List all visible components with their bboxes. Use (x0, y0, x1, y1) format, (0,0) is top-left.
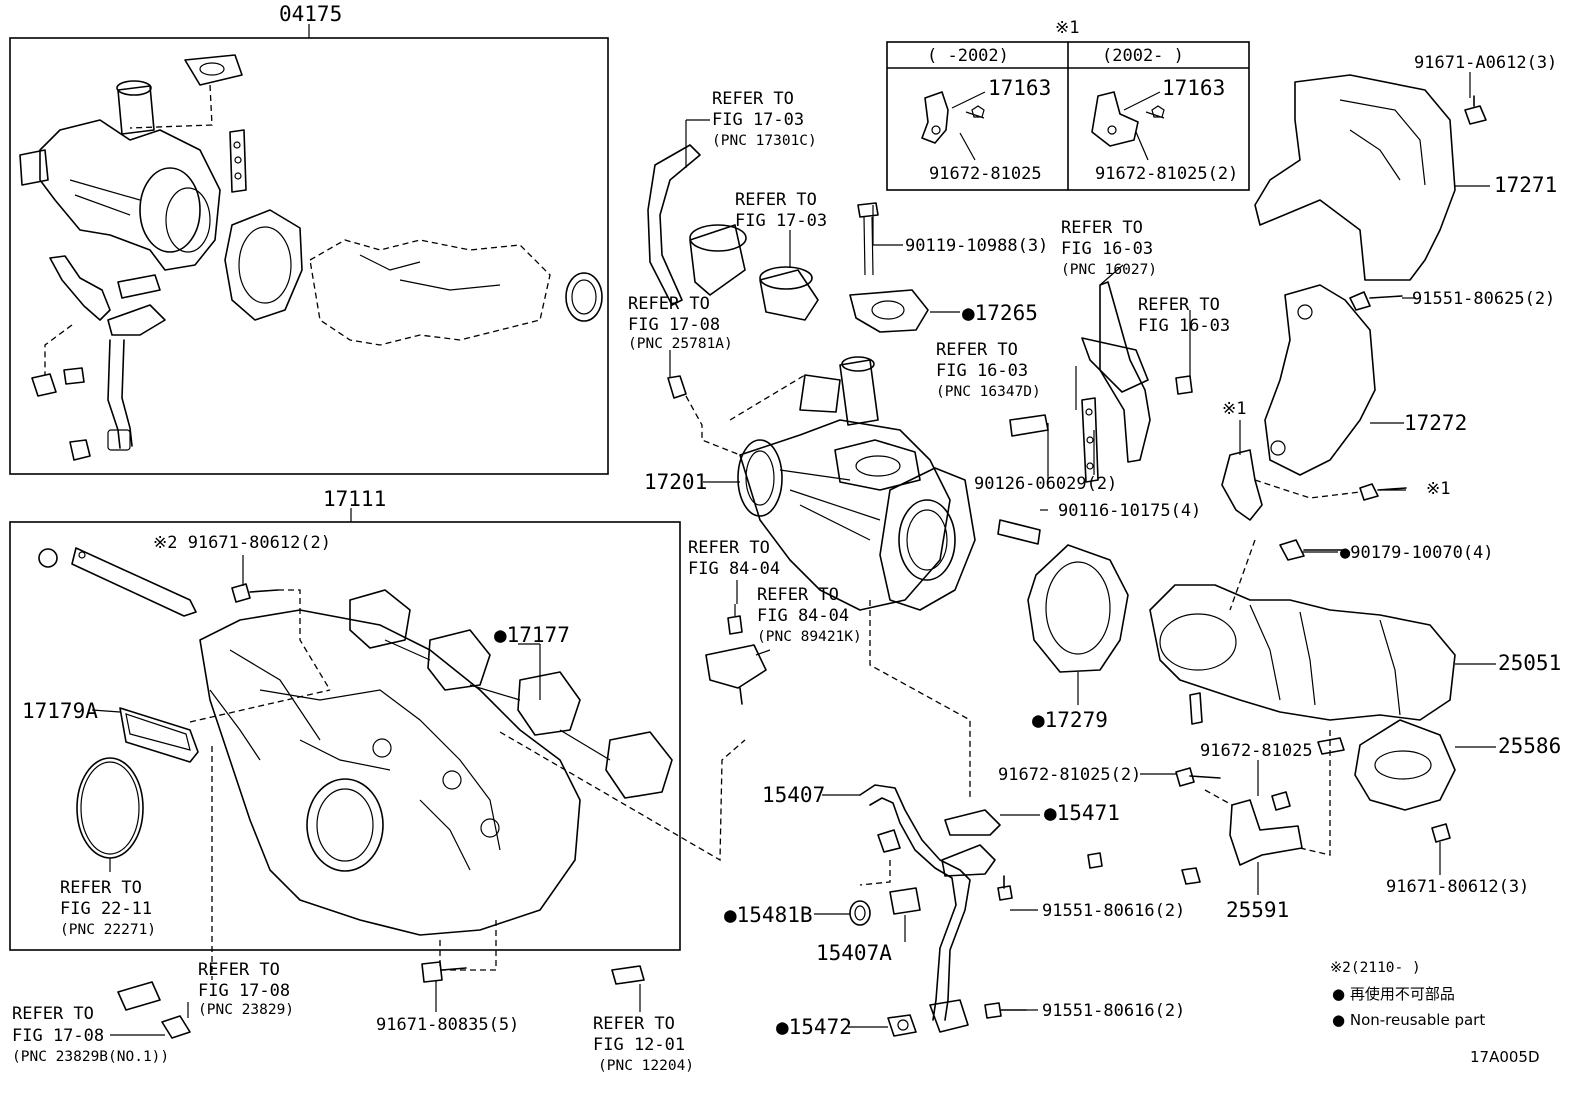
ref-17-08-c-line3: (PNC 23829B(NO.1)) (12, 1049, 169, 1065)
label-25051: 25051 (1498, 651, 1561, 675)
group-label-17111: 17111 (323, 487, 386, 511)
label-marker-1b: ※1 (1426, 479, 1450, 499)
label-91551-80616-b: 91551-80616(2) (1042, 1001, 1185, 1021)
ref-16-03-b-line1: REFER TO (1138, 295, 1220, 315)
ref-17-08-a-line1: REFER TO (628, 294, 710, 314)
label-17265: ●17265 (962, 301, 1038, 325)
label-17201: 17201 (644, 470, 707, 494)
table-c1-part: 17163 (988, 76, 1051, 100)
turbo-kit-drawing (19, 54, 603, 461)
ref-17-03-a-line2: FIG 17-03 (712, 110, 804, 130)
legend-note-2: ※2(2110- ) (1330, 960, 1421, 976)
ref-16-03-c-line1: REFER TO (936, 340, 1018, 360)
label-90126-06029: 90126-06029(2) (974, 474, 1117, 494)
table-c2-bolt: 91672-81025(2) (1095, 164, 1238, 184)
label-marker-1a: ※1 (1222, 399, 1246, 419)
label-91672-81025-2: 91672-81025(2) (998, 765, 1141, 785)
ref-84-04-b-line1: REFER TO (757, 585, 839, 605)
ref-22-11-line3: (PNC 22271) (60, 922, 156, 938)
ref-17-03-b-line2: FIG 17-03 (735, 211, 827, 231)
turbocharger-drawing (117, 74, 1487, 1039)
ref-17-08-a-line3: (PNC 25781A) (628, 336, 733, 352)
ref-84-04-a-line1: REFER TO (688, 538, 770, 558)
label-25586: 25586 (1498, 734, 1561, 758)
label-17177: ●17177 (494, 623, 570, 647)
ref-12-01-line3: (PNC 12204) (598, 1058, 694, 1074)
legend-english: ● Non-reusable part (1332, 1011, 1485, 1029)
ref-17-03-a-line1: REFER TO (712, 89, 794, 109)
ref-17-08-c-line2: FIG 17-08 (12, 1026, 104, 1046)
table-col1: ( -2002) (927, 46, 1009, 66)
label-15407: 15407 (762, 783, 825, 807)
table-c2-part: 17163 (1162, 76, 1225, 100)
diagram-id: 17A005D (1470, 1048, 1540, 1066)
ref-16-03-a-line1: REFER TO (1061, 218, 1143, 238)
label-17179A: 17179A (22, 699, 98, 723)
ref-12-01-line2: FIG 12-01 (593, 1035, 685, 1055)
ref-84-04-b-line3: (PNC 89421K) (757, 629, 862, 645)
ref-17-03-b-line1: REFER TO (735, 190, 817, 210)
label-91671-80612-2: ※2 91671-80612(2) (153, 533, 331, 553)
table-c1-bolt: 91672-81025 (929, 164, 1042, 184)
ref-84-04-a-line2: FIG 84-04 (688, 559, 780, 579)
leader-lines (91, 72, 1496, 1036)
intake-manifold-drawing (38, 547, 746, 983)
table-marker: ※1 (1055, 18, 1079, 38)
variant-table: ※1 ( -2002) (2002- ) 17163 91672-81025 1… (886, 18, 1250, 191)
ref-17-08-b-line3: (PNC 23829) (198, 1002, 294, 1018)
ref-16-03-c-line3: (PNC 16347D) (936, 384, 1041, 400)
ref-16-03-a-line2: FIG 16-03 (1061, 239, 1153, 259)
label-17272: 17272 (1404, 411, 1467, 435)
ref-17-08-c-line1: REFER TO (12, 1004, 94, 1024)
label-91671-80612-3: 91671-80612(3) (1386, 877, 1529, 897)
ref-84-04-b-line2: FIG 84-04 (757, 606, 849, 626)
bracket-17163-old (921, 91, 949, 144)
label-15481B: ●15481B (724, 903, 813, 927)
label-25591: 25591 (1226, 898, 1289, 922)
part-labels: 91671-A0612(3) 17271 90119-10988(3) ●172… (22, 53, 1561, 1039)
reference-labels: REFER TO FIG 17-03 (PNC 17301C) REFER TO… (12, 89, 1230, 1074)
label-90119-10988: 90119-10988(3) (905, 236, 1048, 256)
label-17271: 17271 (1494, 173, 1557, 197)
label-15472: ●15472 (776, 1015, 852, 1039)
bracket-17163-new (1091, 91, 1139, 147)
ref-22-11-line2: FIG 22-11 (60, 899, 152, 919)
ref-16-03-a-line3: (PNC 16027) (1061, 262, 1157, 278)
label-90179-10070: ●90179-10070(4) (1340, 543, 1494, 563)
label-91551-80625: 91551-80625(2) (1412, 289, 1555, 309)
box-04175 (9, 37, 609, 475)
legend-japanese: ● 再使用不可部品 (1332, 985, 1455, 1003)
ref-12-01-line1: REFER TO (593, 1014, 675, 1034)
label-91551-80616-a: 91551-80616(2) (1042, 901, 1185, 921)
ref-17-08-b-line2: FIG 17-08 (198, 981, 290, 1001)
ref-17-08-b-line1: REFER TO (198, 960, 280, 980)
box-17111 (9, 521, 681, 951)
label-15471: ●15471 (1044, 801, 1120, 825)
label-90116-10175: 90116-10175(4) (1058, 501, 1201, 521)
label-17279: ●17279 (1032, 708, 1108, 732)
ref-17-03-a-line3: (PNC 17301C) (712, 133, 817, 149)
legend: ※2(2110- ) ● 再使用不可部品 ● Non-reusable part… (1330, 960, 1540, 1066)
ref-16-03-b-line2: FIG 16-03 (1138, 316, 1230, 336)
label-15407A: 15407A (816, 941, 892, 965)
ref-17-08-a-line2: FIG 17-08 (628, 315, 720, 335)
table-col2: (2002- ) (1102, 46, 1184, 66)
ref-22-11-line1: REFER TO (60, 878, 142, 898)
group-label-04175: 04175 (279, 2, 342, 26)
label-91671-80835: 91671-80835(5) (376, 1015, 519, 1035)
label-91671-A0612: 91671-A0612(3) (1414, 53, 1557, 73)
label-91672-81025: 91672-81025 (1200, 741, 1313, 761)
ref-16-03-c-line2: FIG 16-03 (936, 361, 1028, 381)
